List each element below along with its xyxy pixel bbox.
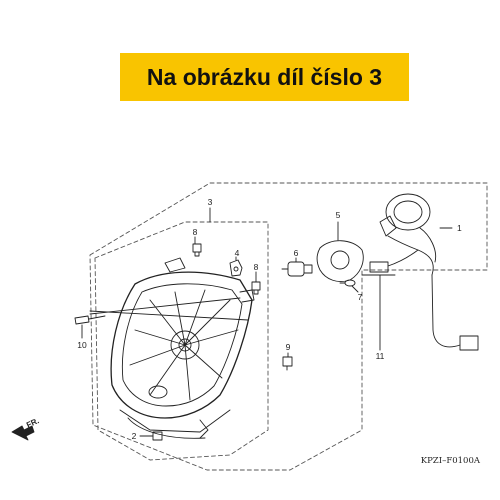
bulb-6: [281, 261, 313, 277]
highlight-banner: Na obrázku díl číslo 3: [120, 53, 409, 101]
banner-text: Na obrázku díl číslo 3: [146, 63, 383, 90]
screw-8-right: [251, 281, 261, 295]
callout-1: 1: [457, 223, 462, 233]
socket-plate-5: [316, 240, 364, 282]
screw-9: [282, 356, 293, 371]
callout-11: 11: [376, 351, 385, 361]
callout-5: 5: [336, 210, 341, 220]
bulb-7: [339, 279, 356, 287]
harness-socket-1: [369, 193, 479, 351]
screw-10: [74, 315, 106, 325]
front-label: FR.: [25, 416, 40, 430]
adjuster-4: [229, 259, 243, 277]
subassembly-outline: [94, 221, 269, 461]
front-arrow: [11, 425, 35, 441]
headlight-unit: [110, 257, 255, 439]
screw-8-top: [192, 243, 202, 257]
callout-4: 4: [235, 248, 240, 258]
assembly-outline: [89, 182, 488, 471]
diagram-code: KPZI–F0100A: [421, 456, 481, 466]
callout-2: 2: [132, 431, 137, 441]
callout-10: 10: [77, 340, 87, 350]
callout-6: 6: [294, 248, 299, 258]
callout-8-top: 8: [193, 227, 198, 237]
callout-7: 7: [358, 292, 363, 302]
callout-8-right: 8: [254, 262, 259, 272]
leader-7: [351, 285, 359, 293]
callout-9: 9: [286, 342, 291, 352]
callout-3: 3: [208, 197, 213, 207]
